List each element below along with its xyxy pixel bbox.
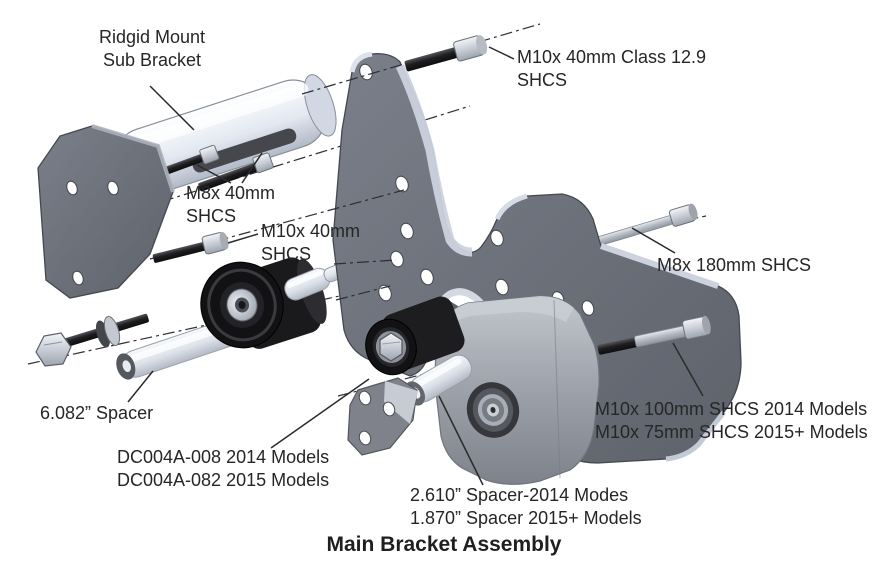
bracket-edge-highlight — [600, 243, 719, 289]
bracket-hole — [495, 278, 509, 296]
leader-line — [270, 378, 370, 449]
label-line: M10x 40mm — [261, 221, 361, 241]
bracket-edge-highlight — [494, 193, 528, 221]
bracket-edge-highlight — [395, 64, 473, 257]
mount-bracket — [347, 377, 418, 456]
diagram-title: Main Bracket Assembly — [326, 533, 562, 556]
centerline — [149, 189, 405, 260]
bracket-hole — [420, 268, 434, 286]
bracket-hole — [395, 175, 409, 193]
plate-hole — [107, 180, 119, 196]
label-dc004a: DC004A-008 2014 Models DC004A-082 2015 M… — [117, 446, 329, 493]
centerline — [333, 259, 397, 265]
label-sub-bracket: Ridgid Mount Sub Bracket — [86, 26, 218, 73]
bracket-hole — [581, 300, 595, 316]
motor-housing — [428, 295, 600, 485]
leader-lines — [127, 46, 704, 486]
m8-40-bolt — [198, 152, 274, 192]
label-m8-40: M8x 40mm SHCS — [186, 182, 275, 229]
label-line: M10x 40mm Class 12.9 — [517, 47, 707, 67]
label-line: M10x 75mm SHCS 2015+ Models — [595, 422, 868, 443]
label-line: SHCS — [261, 244, 312, 265]
label-line: SHCS — [517, 70, 568, 91]
label-line: M10x 100mm SHCS 2014 Models — [595, 399, 868, 419]
label-m10-40-class: M10x 40mm Class 12.9 SHCS — [517, 46, 706, 93]
bracket-hole — [390, 250, 404, 268]
label-spacer-2610: 2.610” Spacer-2014 Modes 1.870” Spacer 2… — [410, 484, 642, 531]
leader-line — [127, 370, 154, 403]
m10-40-class129-screw — [404, 35, 488, 72]
centerline — [335, 285, 391, 301]
sub-bracket-plate — [37, 124, 175, 299]
bracket-hole — [400, 222, 414, 240]
label-line: 6.082” Spacer — [40, 403, 154, 423]
m10-40-bolt — [152, 231, 229, 263]
label-line: 1.870” Spacer 2015+ Models — [410, 508, 642, 529]
bracket-edge-highlight — [349, 51, 373, 73]
bracket-hole — [490, 229, 504, 247]
washer — [103, 316, 121, 346]
plate-hole — [66, 180, 78, 196]
leader-line — [438, 395, 484, 486]
leader-line — [196, 164, 232, 184]
m10-100-bolt — [597, 315, 711, 355]
bracket-edge-highlight — [665, 410, 726, 462]
label-line: SHCS — [186, 206, 237, 227]
label-line: DC004A-008 2014 Models — [117, 447, 330, 467]
label-line: Ridgid Mount — [98, 27, 206, 47]
plate-hole — [72, 270, 84, 286]
label-line: 2.610” Spacer-2014 Modes — [410, 485, 629, 505]
leader-line — [149, 85, 195, 131]
leader-line — [488, 46, 515, 60]
label-line: Sub Bracket — [102, 50, 202, 71]
label-m8-180: M8x 180mm SHCS — [657, 254, 811, 277]
label-spacer-6082: 6.082” Spacer — [40, 402, 153, 425]
hex-nut — [379, 332, 403, 362]
mount-hole — [358, 390, 372, 406]
leader-line — [672, 342, 704, 397]
leader-line — [227, 233, 259, 244]
label-m10-100-75: M10x 100mm SHCS 2014 Models M10x 75mm SH… — [595, 398, 868, 445]
label-line: DC004A-082 2015 Models — [117, 470, 330, 491]
mount-hole — [358, 430, 372, 446]
housing-bearing-boss — [466, 382, 520, 438]
leader-line — [631, 227, 676, 254]
label-line: M8x 180mm SHCS — [657, 255, 812, 275]
bracket-hole — [378, 284, 392, 302]
label-m10-40: M10x 40mm SHCS — [261, 220, 360, 267]
label-line: M8x 40mm — [186, 183, 276, 203]
mount-hole — [382, 401, 396, 417]
leader-line — [241, 152, 263, 184]
hex-bolt — [35, 313, 149, 367]
rubber-bushing-rear — [365, 296, 465, 376]
